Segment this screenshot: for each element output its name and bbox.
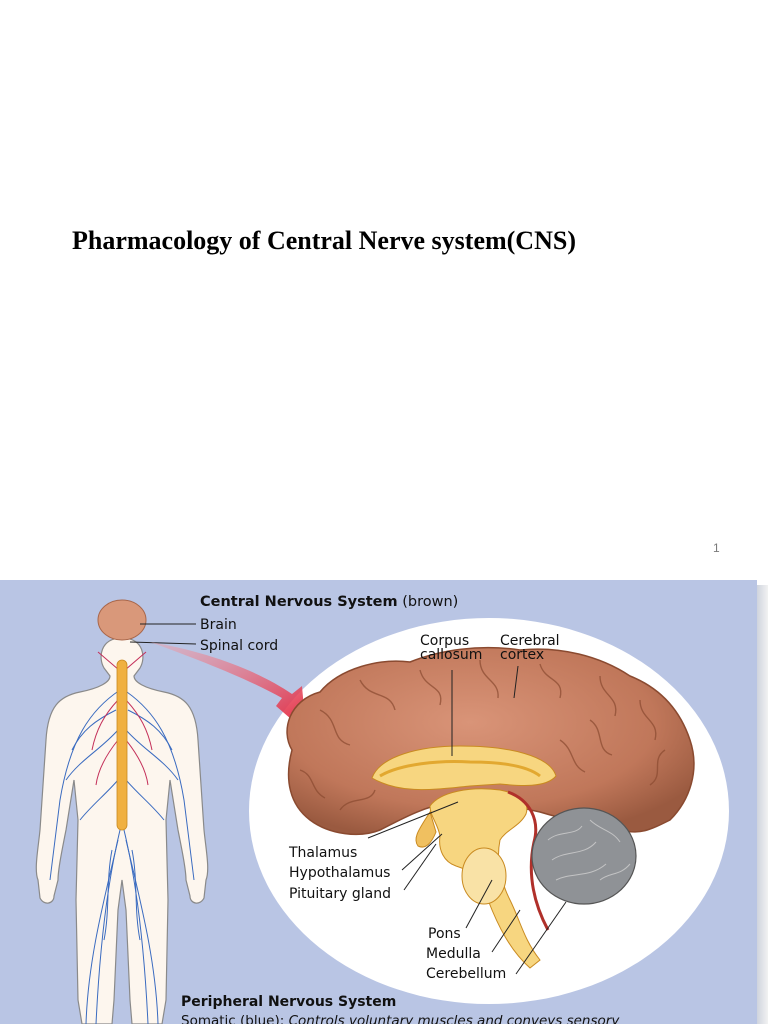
cerebellum-shape (531, 807, 637, 905)
label-medulla: Medulla (426, 946, 481, 962)
label-pituitary: Pituitary gland (289, 886, 391, 902)
nervous-system-diagram: Central Nervous System (brown) Brain Spi… (35, 594, 729, 1029)
title-slide: Pharmacology of Central Nerve system(CNS… (72, 226, 720, 555)
panel-edge-shadow (757, 585, 768, 1024)
label-thalamus: Thalamus (288, 845, 357, 861)
slide-title: Pharmacology of Central Nerve system(CNS… (72, 226, 576, 255)
label-cortex-2: cortex (500, 647, 544, 663)
label-cerebellum: Cerebellum (426, 966, 506, 982)
pointer-arrow (150, 642, 306, 732)
label-brain: Brain (200, 617, 237, 633)
cns-heading: Central Nervous System (brown) (200, 594, 458, 610)
label-corpus-1: Corpus (420, 633, 469, 649)
label-pons: Pons (428, 926, 461, 942)
figure-panel: Central Nervous System (brown) Brain Spi… (0, 580, 757, 1029)
brain-cross-section (286, 646, 695, 969)
somatic-line: Somatic (blue): Controls voluntary muscl… (181, 1013, 620, 1024)
head-brain-shape (97, 599, 147, 641)
pns-heading: Peripheral Nervous System (181, 994, 396, 1010)
label-corpus-2: callosum (420, 647, 482, 663)
label-cortex-1: Cerebral (500, 633, 560, 649)
page-number: 1 (713, 541, 720, 555)
label-hypothalamus: Hypothalamus (289, 865, 390, 881)
body-figure (35, 599, 209, 1025)
spinal-cord-shape (116, 659, 128, 831)
label-spinal-cord: Spinal cord (200, 638, 278, 654)
nervous-system-slide: Central Nervous System (brown) Brain Spi… (0, 577, 768, 1029)
